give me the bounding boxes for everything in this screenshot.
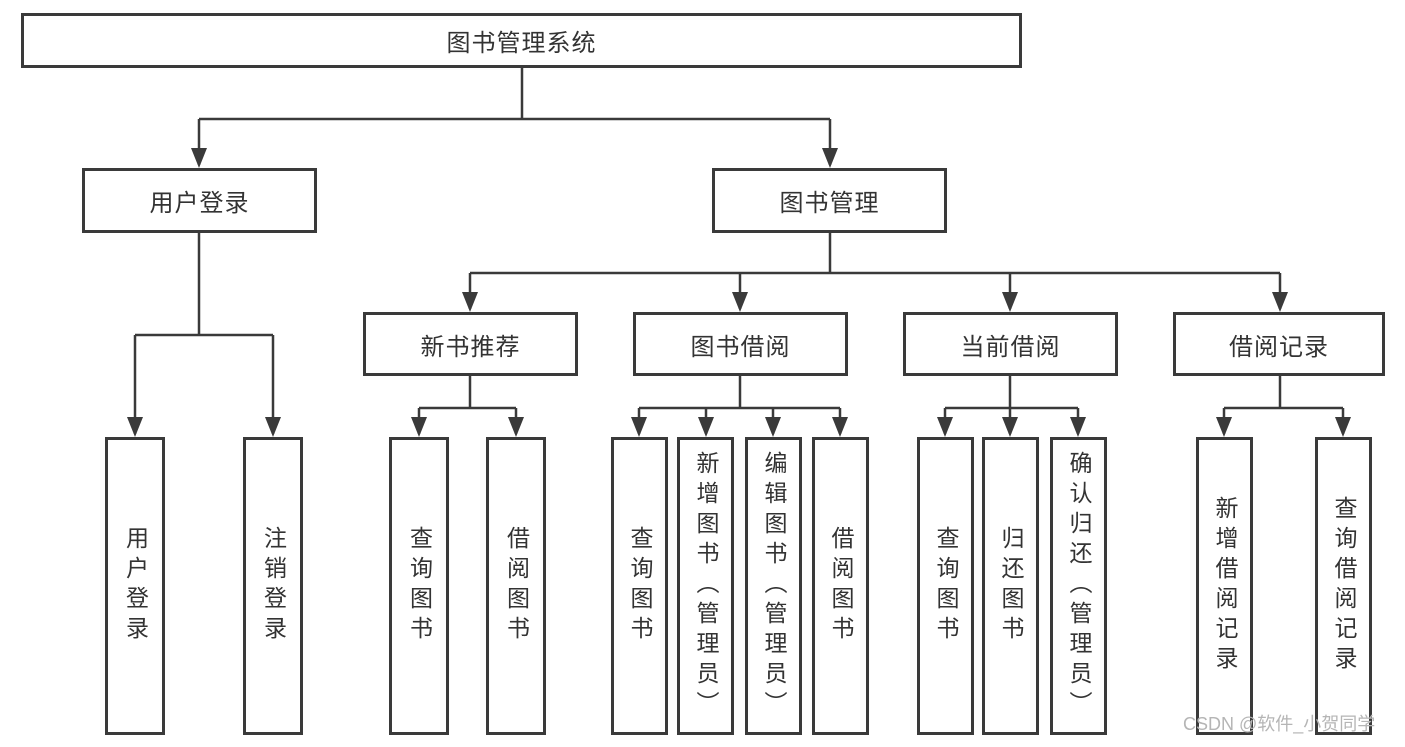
edge-book-mgmt-to-level3 — [468, 233, 1282, 309]
node-user-login: 用户登录 — [82, 168, 317, 233]
node-label: 图书管理系统 — [446, 30, 597, 57]
leaf-recommend-borrow-books: 借阅图书 — [486, 437, 546, 735]
arrowhead-icon — [1335, 417, 1351, 437]
node-label: 编辑图书（管理员） — [761, 451, 787, 721]
node-root-system: 图书管理系统 — [21, 13, 1022, 68]
arrowhead-icon — [832, 417, 848, 437]
arrowhead-icon — [1216, 417, 1232, 437]
edge-root-to-level2 — [197, 68, 832, 165]
node-label: 注销登录 — [260, 526, 287, 646]
node-label: 新增图书（管理员） — [693, 451, 719, 721]
arrowhead-icon — [698, 417, 714, 437]
arrowhead-icon — [631, 417, 647, 437]
arrowhead-icon — [508, 417, 524, 437]
arrowhead-icon — [822, 148, 838, 168]
node-label: 新增借阅记录 — [1212, 496, 1238, 676]
node-current-borrow: 当前借阅 — [903, 312, 1118, 376]
node-book-management: 图书管理 — [712, 168, 947, 233]
arrowhead-icon — [937, 417, 953, 437]
node-label: 查询图书 — [406, 526, 433, 646]
edge-new-rec-to-leaves — [417, 376, 518, 434]
node-label: 图书管理 — [779, 190, 880, 217]
leaf-current-return-books: 归还图书 — [982, 437, 1039, 735]
leaf-records-add-record: 新增借阅记录 — [1196, 437, 1253, 735]
leaf-borrow-add-books-admin: 新增图书（管理员） — [677, 437, 734, 735]
node-label: 用户登录 — [122, 526, 149, 646]
leaf-borrow-borrow-books: 借阅图书 — [812, 437, 869, 735]
leaf-logout: 注销登录 — [243, 437, 303, 735]
node-new-book-recommend: 新书推荐 — [363, 312, 578, 376]
edge-records-to-leaves — [1222, 376, 1345, 434]
node-label: 图书借阅 — [690, 333, 791, 361]
node-label: 查询图书 — [627, 526, 653, 646]
arrowhead-icon — [1070, 417, 1086, 437]
leaf-user-login: 用户登录 — [105, 437, 165, 735]
edge-user-login-to-leaves — [133, 233, 275, 434]
arrowhead-icon — [127, 417, 143, 437]
arrowhead-icon — [1002, 292, 1018, 312]
arrowhead-icon — [765, 417, 781, 437]
node-label: 用户登录 — [149, 190, 250, 217]
node-book-borrow: 图书借阅 — [633, 312, 848, 376]
arrowhead-icon — [191, 148, 207, 168]
arrowhead-icon — [732, 292, 748, 312]
leaf-recommend-query-books: 查询图书 — [389, 437, 449, 735]
node-label: 当前借阅 — [960, 333, 1061, 361]
arrowhead-icon — [462, 292, 478, 312]
node-label: 借阅记录 — [1229, 333, 1329, 361]
node-label: 新书推荐 — [420, 333, 521, 361]
node-label: 归还图书 — [998, 526, 1024, 646]
node-borrow-records: 借阅记录 — [1173, 312, 1385, 376]
node-label: 确认归还（管理员） — [1066, 451, 1092, 721]
node-label: 查询图书 — [933, 526, 959, 646]
arrowhead-icon — [265, 417, 281, 437]
leaf-current-query-books: 查询图书 — [917, 437, 974, 735]
leaf-borrow-edit-books-admin: 编辑图书（管理员） — [745, 437, 802, 735]
leaf-borrow-query-books: 查询图书 — [611, 437, 668, 735]
arrowhead-icon — [1002, 417, 1018, 437]
edge-borrow-to-leaves — [637, 376, 842, 434]
arrowhead-icon — [411, 417, 427, 437]
node-label: 查询借阅记录 — [1331, 496, 1357, 676]
csdn-watermark: CSDN @软件_小贺同学 — [1183, 714, 1376, 734]
arrowhead-icon — [1272, 292, 1288, 312]
leaf-current-confirm-return-admin: 确认归还（管理员） — [1050, 437, 1107, 735]
leaf-records-query-record: 查询借阅记录 — [1315, 437, 1372, 735]
node-label: 借阅图书 — [503, 526, 530, 646]
node-label: 借阅图书 — [828, 526, 854, 646]
